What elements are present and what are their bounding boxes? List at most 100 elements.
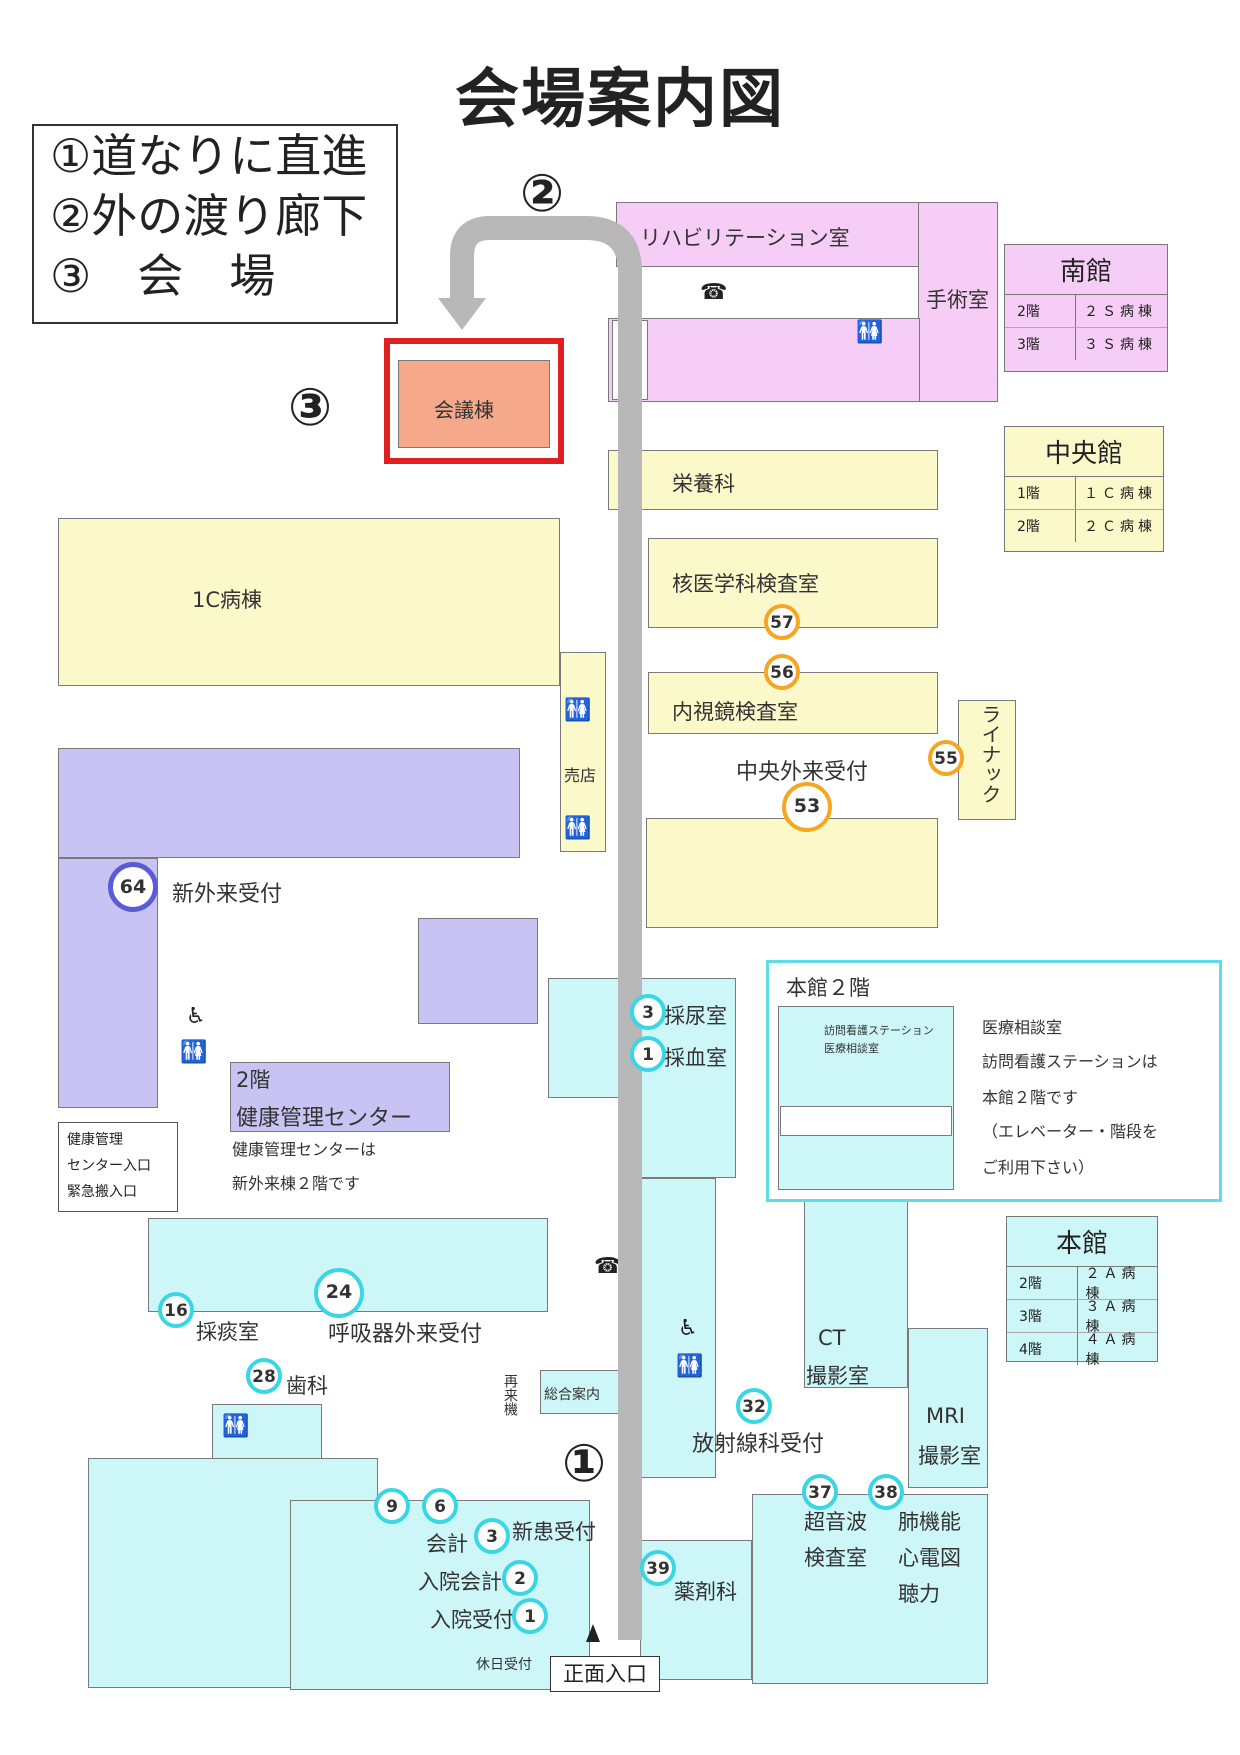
marker-urine[interactable]: 3	[630, 994, 666, 1030]
restroom-icon: 🚻	[856, 320, 884, 345]
reexam-label: 再来機	[502, 1374, 518, 1416]
new-outpatient-rooms	[58, 748, 520, 858]
marker-55[interactable]: 55	[928, 740, 964, 776]
marker-32[interactable]: 32	[736, 1388, 772, 1424]
marker-6[interactable]: 6	[422, 1488, 458, 1524]
phone-icon: ☎	[594, 1254, 622, 1279]
blood-room-label: 採血室	[664, 1046, 727, 1070]
route-path	[450, 216, 642, 1640]
central-reception-label: 中央外来受付	[736, 760, 869, 785]
marker-3[interactable]: 3	[474, 1518, 510, 1554]
health-entrance-note: 健康管理 センター入口 緊急搬入口	[58, 1122, 178, 1212]
health-center-box	[230, 1062, 450, 1132]
health-entry-line-3: 緊急搬入口	[67, 1184, 137, 1200]
health-center-note-1: 健康管理センターは	[232, 1140, 377, 1159]
central-exam-rooms	[646, 818, 938, 928]
surgery-room	[918, 202, 998, 402]
marker-blood[interactable]: 1	[630, 1036, 666, 1072]
marker-53[interactable]: 53	[782, 782, 832, 832]
step-2-label: ②	[520, 164, 565, 224]
marker-1[interactable]: 1	[512, 1598, 548, 1634]
health-entry-line-1: 健康管理	[67, 1132, 123, 1148]
rehab-label: リハビリテーション室	[640, 226, 850, 250]
hearing-label: 聴力	[898, 1582, 940, 1606]
holiday-reception-label: 休日受付	[476, 1657, 532, 1673]
meeting-building[interactable]	[398, 360, 550, 448]
main-2f-line-2: 訪問看護ステーションは	[982, 1052, 1158, 1071]
marker-24[interactable]: 24	[314, 1268, 364, 1318]
main-2f-line-1: 医療相談室	[982, 1018, 1063, 1037]
meeting-building-label: 会議棟	[434, 398, 494, 422]
main-entrance[interactable]: 正面入口	[550, 1656, 660, 1692]
route-arrow-icon	[438, 298, 486, 330]
legend-step-2: ②外の渡り廊下	[50, 189, 368, 243]
new-outpatient-reception-label: 新外来受付	[172, 882, 283, 907]
south-row-1-floor: 2階	[1005, 295, 1076, 327]
central-building-title: 中央館	[1005, 427, 1163, 477]
new-outpatient-booths	[418, 918, 538, 1024]
marker-39[interactable]: 39	[640, 1550, 676, 1586]
pharmacy-label: 薬剤科	[674, 1580, 737, 1604]
shop-label: 売店	[564, 766, 597, 785]
marker-57[interactable]: 57	[764, 604, 800, 640]
main-2f-mini-map	[778, 1006, 954, 1190]
new-outpatient-west	[58, 858, 158, 1108]
new-patient-label: 新患受付	[512, 1520, 596, 1544]
health-center-label: 健康管理センター	[236, 1106, 413, 1131]
central-row-1-ward: １Ｃ病棟	[1084, 486, 1156, 502]
step-3-label: ③	[288, 378, 333, 438]
wheelchair-icon: ♿	[186, 1004, 206, 1029]
south-row-1: 2階 ２Ｓ病棟	[1005, 295, 1167, 328]
central-row-2-floor: 2階	[1005, 510, 1076, 542]
ultrasound-label-2: 検査室	[804, 1546, 867, 1570]
restroom-icon: 🚻	[180, 1040, 208, 1065]
central-building-table: 中央館 1階 １Ｃ病棟 2階 ２Ｃ病棟	[1004, 426, 1164, 552]
main-row-3-floor: 4階	[1007, 1333, 1078, 1365]
nuclear-medicine-label: 核医学科検査室	[672, 572, 819, 596]
south-row-2-ward: ３Ｓ病棟	[1084, 337, 1156, 353]
main-2f-line-5: ご利用下さい）	[982, 1158, 1095, 1177]
main-row-3-ward: ４Ａ病棟	[1085, 1332, 1140, 1368]
central-row-1: 1階 １Ｃ病棟	[1005, 477, 1163, 510]
nutrition-room	[608, 450, 938, 510]
marker-56[interactable]: 56	[764, 654, 800, 690]
main-building-title: 本館	[1007, 1217, 1157, 1267]
south-row-1-ward: ２Ｓ病棟	[1084, 304, 1156, 320]
general-info-label: 総合案内	[544, 1387, 600, 1403]
marker-38[interactable]: 38	[868, 1474, 904, 1510]
surgery-label: 手術室	[926, 288, 989, 312]
main-2f-line-4: （エレベーター・階段を	[982, 1122, 1159, 1141]
dental-label: 歯科	[286, 1374, 328, 1398]
admission-block	[290, 1500, 590, 1690]
legend-step-1: ①道なりに直進	[50, 129, 368, 183]
marker-28[interactable]: 28	[246, 1358, 282, 1394]
radiology-reception-label: 放射線科受付	[692, 1432, 825, 1457]
marker-64[interactable]: 64	[108, 862, 158, 912]
step-1-label: ①	[562, 1434, 607, 1494]
central-row-2: 2階 ２Ｃ病棟	[1005, 510, 1163, 542]
restroom-icon: 🚻	[676, 1354, 704, 1379]
east-column	[640, 1178, 716, 1478]
ct-label-1: CT	[818, 1326, 846, 1350]
lainac-label: ライナック	[978, 704, 1002, 804]
marker-16[interactable]: 16	[158, 1292, 194, 1328]
health-entry-line-2: センター入口	[67, 1158, 151, 1174]
south-row-2-floor: 3階	[1005, 328, 1076, 360]
main-2f-title: 本館２階	[786, 976, 870, 1000]
central-row-1-floor: 1階	[1005, 477, 1076, 509]
restroom-icon: 🚻	[564, 816, 592, 841]
marker-37[interactable]: 37	[802, 1474, 838, 1510]
legend-step-3: ③ 会 場	[50, 249, 276, 303]
marker-2[interactable]: 2	[502, 1560, 538, 1596]
ct-label-2: 撮影室	[806, 1364, 869, 1388]
central-row-2-ward: ２Ｃ病棟	[1084, 519, 1156, 535]
general-info-desk[interactable]	[540, 1370, 620, 1414]
main-row-1-floor: 2階	[1007, 1267, 1078, 1299]
ecg-label: 心電図	[898, 1546, 961, 1570]
main-2f-mini-corridor	[780, 1106, 952, 1136]
marker-9[interactable]: 9	[374, 1488, 410, 1524]
